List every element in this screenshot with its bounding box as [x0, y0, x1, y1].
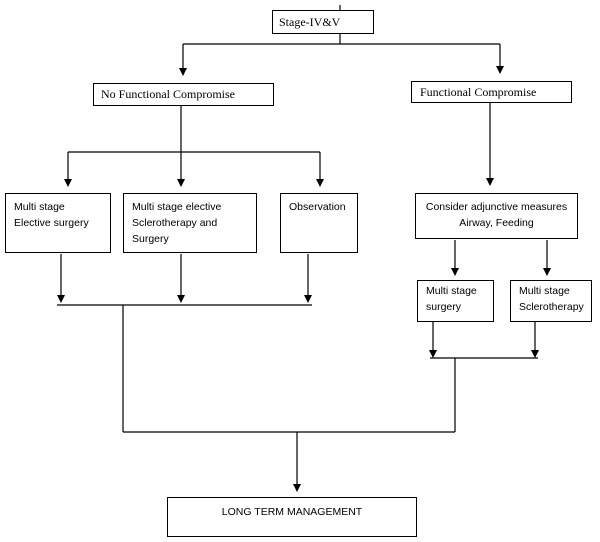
node-multistage-sclerotherapy-surgery-line-3: Surgery [132, 233, 169, 245]
node-multistage-sclerotherapy-surgery-line-2: Sclerotherapy and [132, 217, 218, 229]
node-adjunctive-measures-line-1: Consider adjunctive measures [425, 201, 568, 213]
node-multistage-surgery-line-2: surgery [426, 301, 462, 313]
node-long-term-management: LONG TERM MANAGEMENT [167, 497, 417, 537]
node-multistage-elective-surgery: Multi stage Elective surgery [5, 193, 111, 253]
node-multistage-surgery-line-1: Multi stage [426, 285, 477, 297]
node-no-functional-compromise: No Functional Compromise [93, 83, 274, 106]
node-root: Stage-IV&V [272, 10, 374, 34]
node-long-term-management-label: LONG TERM MANAGEMENT [221, 506, 363, 518]
node-functional-compromise: Functional Compromise [411, 81, 572, 103]
node-multistage-elective-surgery-line-2: Elective surgery [14, 217, 89, 229]
node-multistage-elective-surgery-line-1: Multi stage [14, 201, 65, 213]
node-multistage-sclerotherapy: Multi stage Sclerotherapy [510, 280, 592, 322]
node-multistage-sclerotherapy-surgery-line-1: Multi stage elective [132, 201, 222, 213]
node-no-functional-compromise-label: No Functional Compromise [101, 87, 235, 101]
node-adjunctive-measures-line-2: Airway, Feeding [459, 217, 534, 229]
node-root-label: Stage-IV&V [279, 15, 341, 29]
node-observation-line-1: Observation [289, 201, 346, 213]
node-multistage-sclerotherapy-line-1: Multi stage [519, 285, 570, 297]
node-adjunctive-measures: Consider adjunctive measures Airway, Fee… [415, 193, 578, 239]
node-multistage-sclerotherapy-surgery: Multi stage elective Sclerotherapy and S… [123, 193, 257, 253]
node-multistage-surgery: Multi stage surgery [417, 280, 494, 322]
node-multistage-sclerotherapy-line-2: Sclerotherapy [519, 301, 584, 313]
node-observation: Observation [280, 193, 358, 253]
node-functional-compromise-label: Functional Compromise [420, 85, 537, 99]
